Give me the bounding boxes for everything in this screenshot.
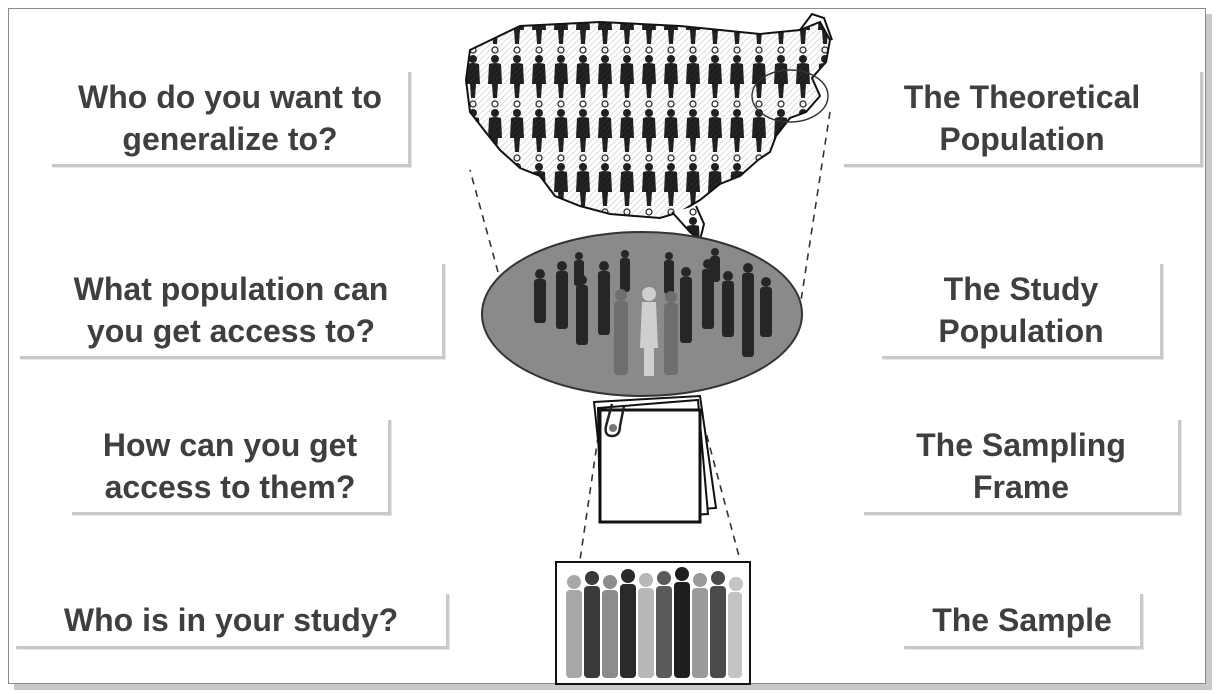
paper-stack-icon <box>592 394 718 524</box>
crowd-ellipse-icon <box>481 231 803 397</box>
answer-sample: The Sample <box>904 594 1143 649</box>
connector-lines <box>469 111 831 561</box>
us-map-people-icon <box>464 12 833 242</box>
question-sample: Who is in your study? <box>16 594 449 649</box>
group-of-people-icon <box>555 561 751 685</box>
